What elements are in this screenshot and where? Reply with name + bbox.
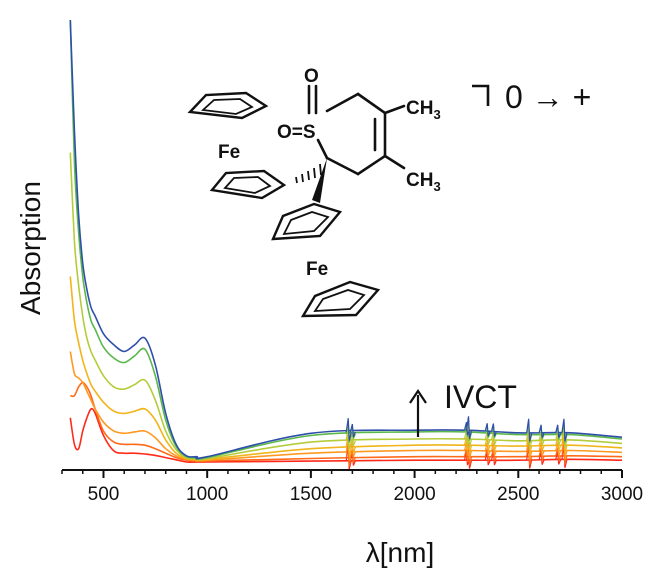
series-noise-spike — [484, 431, 491, 445]
cp-ring-top — [187, 91, 269, 120]
x-axis-ticks: 500 1000 1500 2000 2500 3000 — [61, 470, 643, 505]
series-noise-spike — [484, 423, 491, 437]
bond-c5-me — [383, 154, 406, 170]
cp-ring-middle — [209, 169, 287, 200]
oxidation-label: 0 → + — [505, 79, 591, 115]
series-layer — [69, 19, 623, 470]
series-noise-spike — [538, 424, 545, 438]
bond-ch2-c2 — [325, 156, 360, 176]
chemical-structure: O O=S Fe Fe CH3 CH3 — [187, 66, 441, 318]
series-line-7 — [69, 19, 623, 460]
series-noise-spike — [490, 431, 497, 445]
atom-o-s: O=S — [277, 122, 316, 143]
bond-c4-me — [383, 104, 406, 115]
x-tick-label-1000: 1000 — [186, 484, 228, 505]
bold-wedge — [312, 158, 327, 203]
hashed-wedge — [295, 163, 322, 184]
atom-o-top: O — [304, 66, 319, 87]
bond-c2-s — [316, 138, 329, 160]
atom-fe-bottom: Fe — [306, 259, 328, 280]
series-line-1 — [69, 407, 623, 463]
series-line-2 — [70, 381, 623, 463]
structure-bracket — [472, 84, 490, 106]
y-axis-title: Absorption — [15, 181, 46, 315]
x-tick-label-1500: 1500 — [290, 484, 332, 505]
series-noise-spike — [490, 423, 497, 437]
x-axis-title: λ[nm] — [366, 537, 434, 568]
x-tick-label-500: 500 — [88, 484, 120, 505]
cp-ring-bottom — [300, 280, 381, 318]
bond-c5-ch2 — [356, 154, 387, 176]
series-line-3 — [69, 351, 623, 462]
atom-fe-top: Fe — [218, 142, 240, 163]
x-tick-label-2000: 2000 — [393, 484, 435, 505]
series-noise-spike — [526, 418, 533, 442]
x-tick-label-2500: 2500 — [497, 484, 539, 505]
bond-ch2-c4 — [356, 92, 387, 115]
bond-s-ch2 — [325, 92, 360, 113]
series-noise-spike — [555, 424, 562, 438]
series-noise-spike — [345, 418, 352, 441]
series-noise-spike — [349, 432, 356, 446]
series-line-6 — [69, 19, 623, 461]
ivct-label: IVCT — [444, 379, 517, 415]
series-noise-spike — [349, 423, 356, 438]
cp-ring-lower — [271, 202, 343, 241]
ivct-arrow-head — [409, 389, 427, 404]
x-tick-label-3000: 3000 — [601, 484, 643, 505]
series-noise-spike — [561, 418, 568, 442]
series-line-5 — [69, 152, 623, 461]
series-line-4 — [69, 276, 623, 461]
methyl-top: CH3 — [406, 98, 441, 122]
series-noise-spike — [465, 416, 473, 439]
methyl-bottom: CH3 — [406, 170, 441, 194]
